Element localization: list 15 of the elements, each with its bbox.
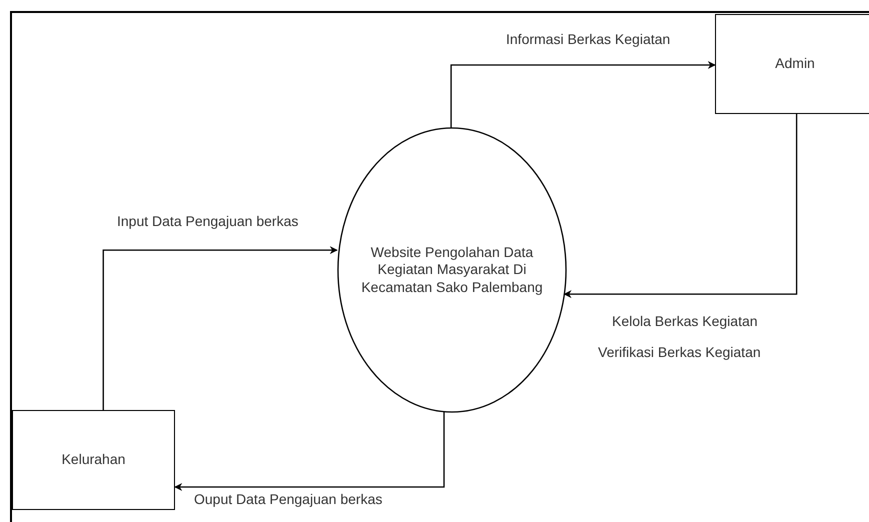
node-label: Website Pengolahan Data Kegiatan Masyarakat Di Kecamatan Sako Palembang [360, 244, 544, 296]
node-label: Kelurahan [62, 451, 126, 469]
flow-label: Verifikasi Berkas Kegiatan [598, 344, 761, 360]
arrow [450, 61, 716, 128]
entity-box [12, 410, 175, 510]
edge-label: Ouput Data Pengajuan berkas [193, 491, 384, 507]
edge-label: Informasi Berkas Kegiatan [505, 31, 672, 47]
edge-label: Input Data Pengajuan berkas [116, 213, 300, 229]
edge-label: Kelola Berkas Kegiatan [611, 313, 759, 329]
arrow [174, 412, 445, 491]
entity-box [715, 14, 869, 114]
process-ellipse [337, 127, 567, 413]
arrow [564, 114, 798, 298]
node-label: Admin [775, 55, 815, 73]
arrow [102, 246, 338, 410]
